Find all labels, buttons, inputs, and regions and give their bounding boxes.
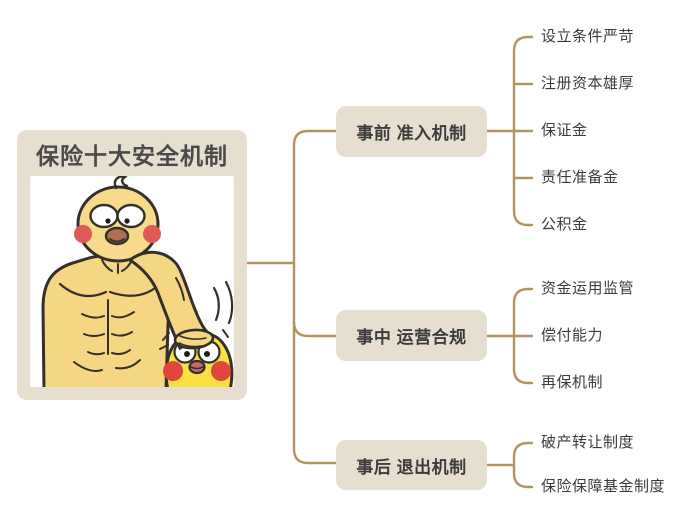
- leaf-node[interactable]: 偿付能力: [541, 327, 604, 344]
- leaf-node[interactable]: 资金运用监管: [541, 280, 635, 297]
- leaf-node[interactable]: 破产转让制度: [541, 434, 635, 451]
- mascot-image: [30, 176, 234, 387]
- leaf-node[interactable]: 设立条件严苛: [541, 28, 635, 45]
- leaf-node[interactable]: 保证金: [541, 122, 588, 139]
- branch-label: 事中 运营合规: [356, 328, 467, 347]
- root-title: 保险十大安全机制: [36, 143, 228, 169]
- branch-label: 事前 准入机制: [356, 124, 467, 143]
- muscular-chick-patting-small-chick-icon: [41, 176, 234, 387]
- leaf-node[interactable]: 注册资本雄厚: [541, 75, 635, 92]
- connector-group: [245, 35, 534, 489]
- leaf-node[interactable]: 责任准备金: [541, 169, 619, 186]
- leaf-node[interactable]: 公积金: [541, 216, 588, 233]
- leaf-node[interactable]: 保险保障基金制度: [541, 478, 666, 495]
- root-node-card[interactable]: 保险十大安全机制: [17, 130, 247, 400]
- branch-label: 事后 退出机制: [356, 457, 467, 477]
- branch-node-operating-compliance[interactable]: 事中 运营合规: [336, 310, 487, 361]
- leaf-node[interactable]: 再保机制: [541, 374, 604, 391]
- branch-node-pre-entry[interactable]: 事前 准入机制: [336, 106, 487, 157]
- branch-node-exit-mechanism[interactable]: 事后 退出机制: [336, 440, 487, 490]
